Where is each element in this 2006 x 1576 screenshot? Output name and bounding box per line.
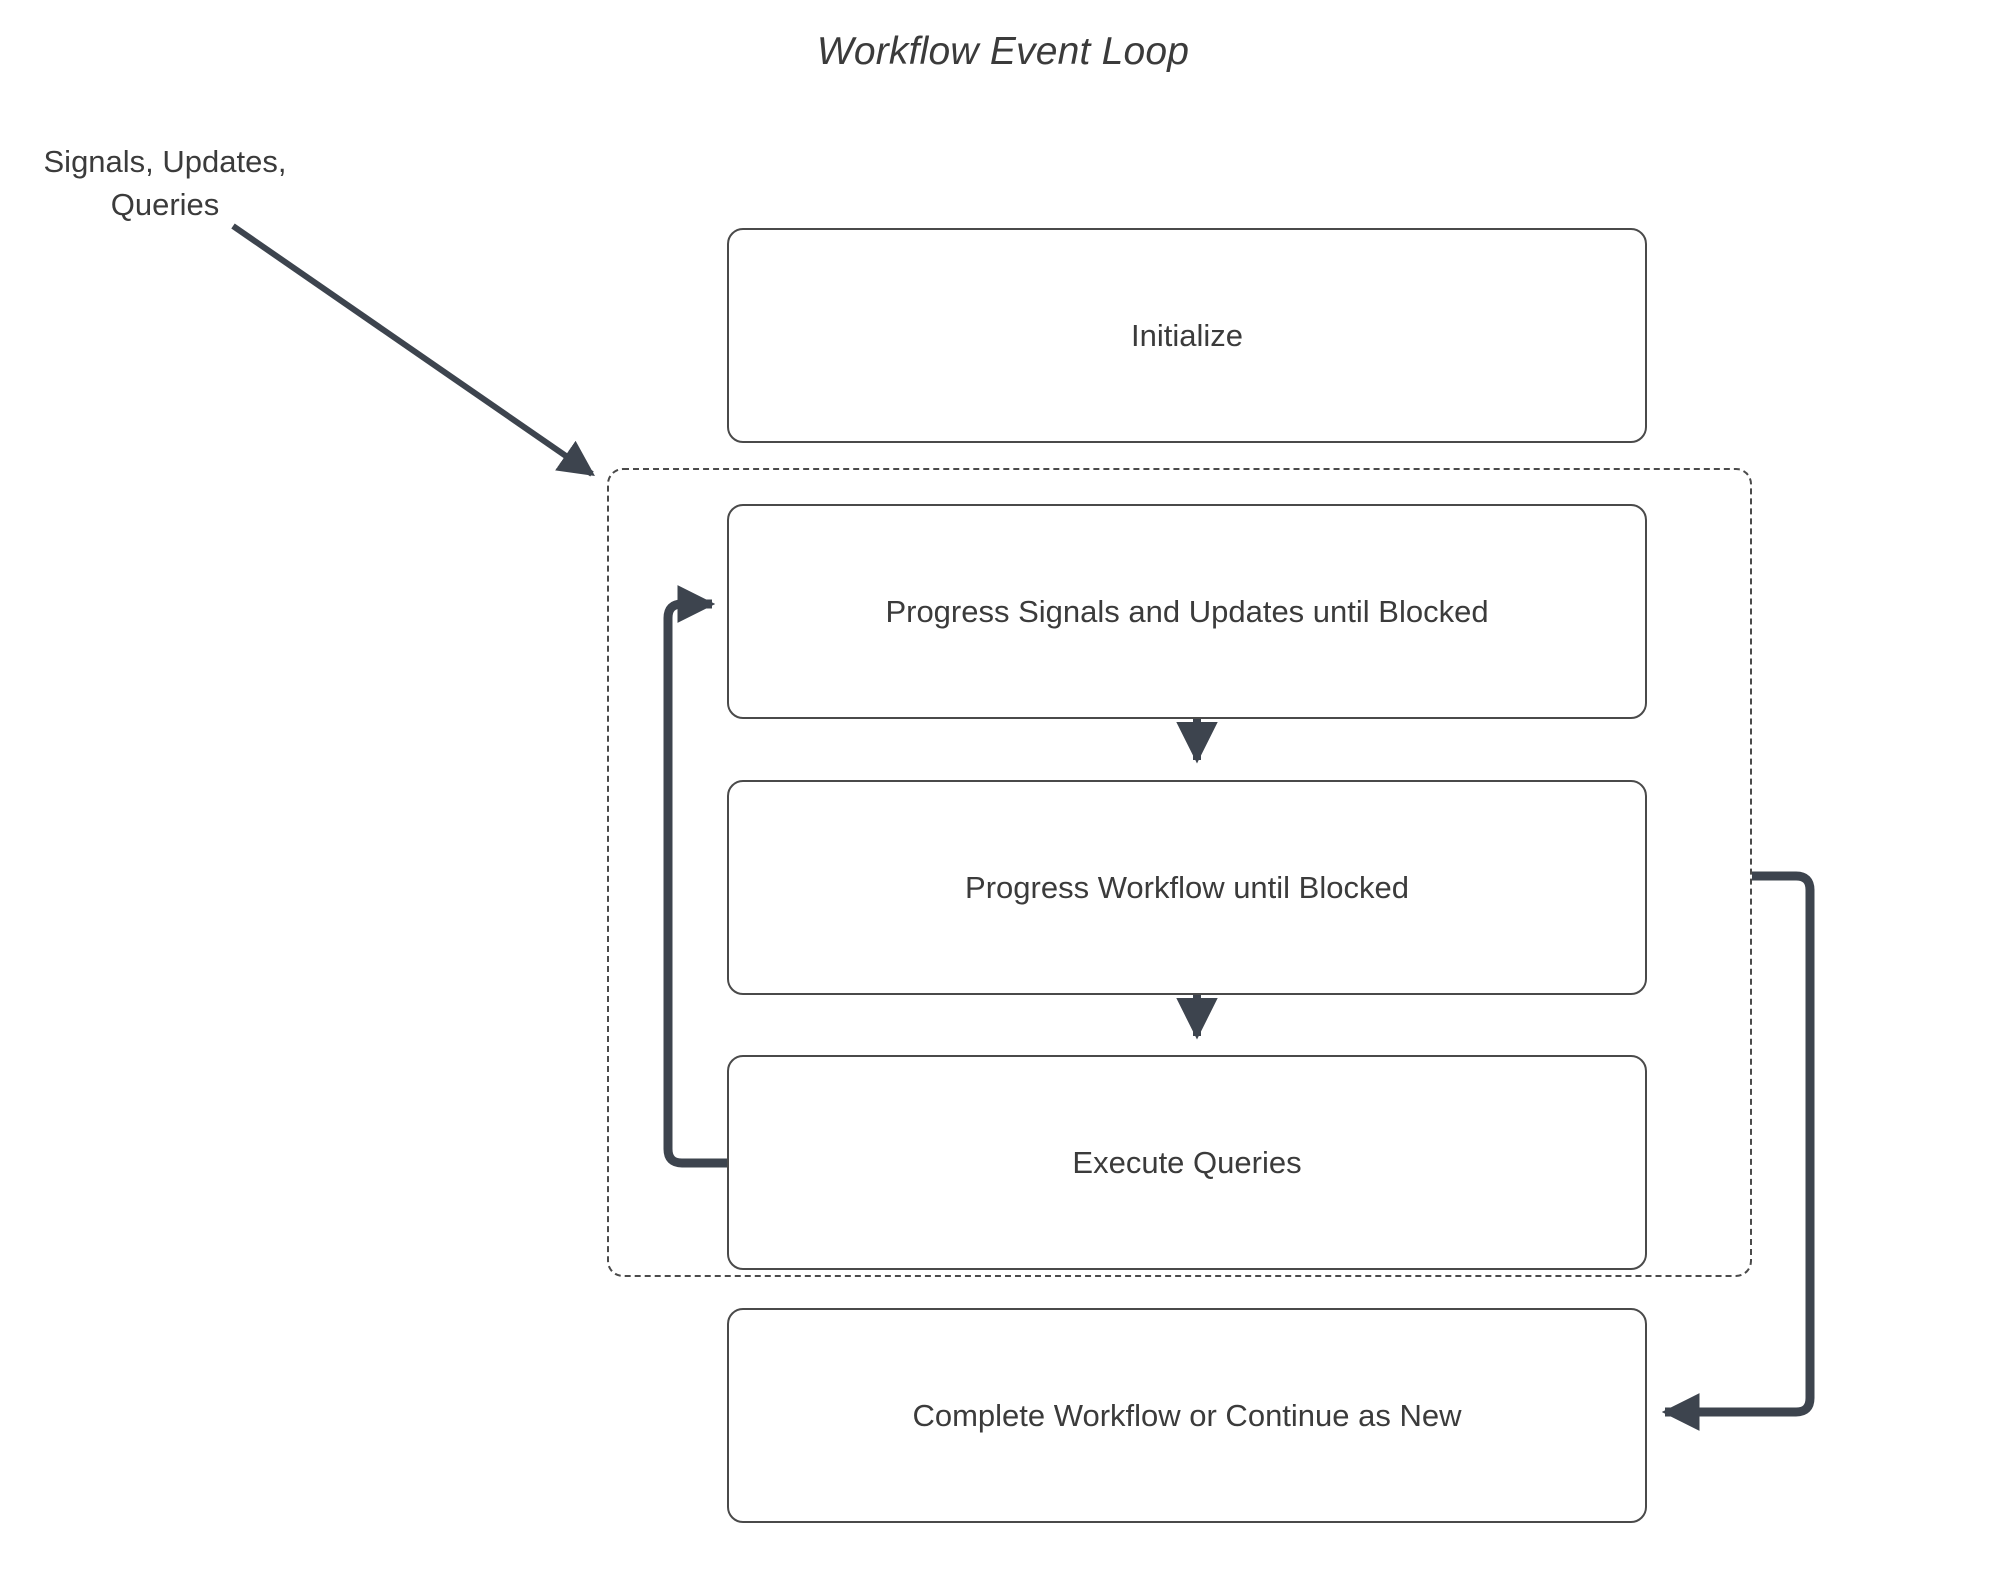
node-progress-signals-label: Progress Signals and Updates until Block… xyxy=(885,593,1489,629)
node-progress-workflow[interactable]: Progress Workflow until Blocked xyxy=(727,780,1647,995)
node-execute-queries-label: Execute Queries xyxy=(1072,1144,1302,1180)
edge-external-input-to-loop xyxy=(231,223,595,477)
node-complete-workflow[interactable]: Complete Workflow or Continue as New xyxy=(727,1308,1647,1523)
page-title: Workflow Event Loop xyxy=(816,30,1190,73)
node-initialize[interactable]: Initialize xyxy=(727,228,1647,443)
external-input-label-line1: Signals, Updates, xyxy=(43,144,287,179)
node-progress-signals[interactable]: Progress Signals and Updates until Block… xyxy=(727,504,1647,719)
external-input-label-line2: Queries xyxy=(110,187,220,222)
event-loop-group-boundary xyxy=(607,468,1752,1277)
node-execute-queries[interactable]: Execute Queries xyxy=(727,1055,1647,1270)
node-initialize-label: Initialize xyxy=(1131,317,1243,353)
node-progress-workflow-label: Progress Workflow until Blocked xyxy=(965,869,1409,905)
external-input-label: Signals, Updates, Queries xyxy=(20,140,310,226)
node-complete-workflow-label: Complete Workflow or Continue as New xyxy=(912,1397,1462,1433)
